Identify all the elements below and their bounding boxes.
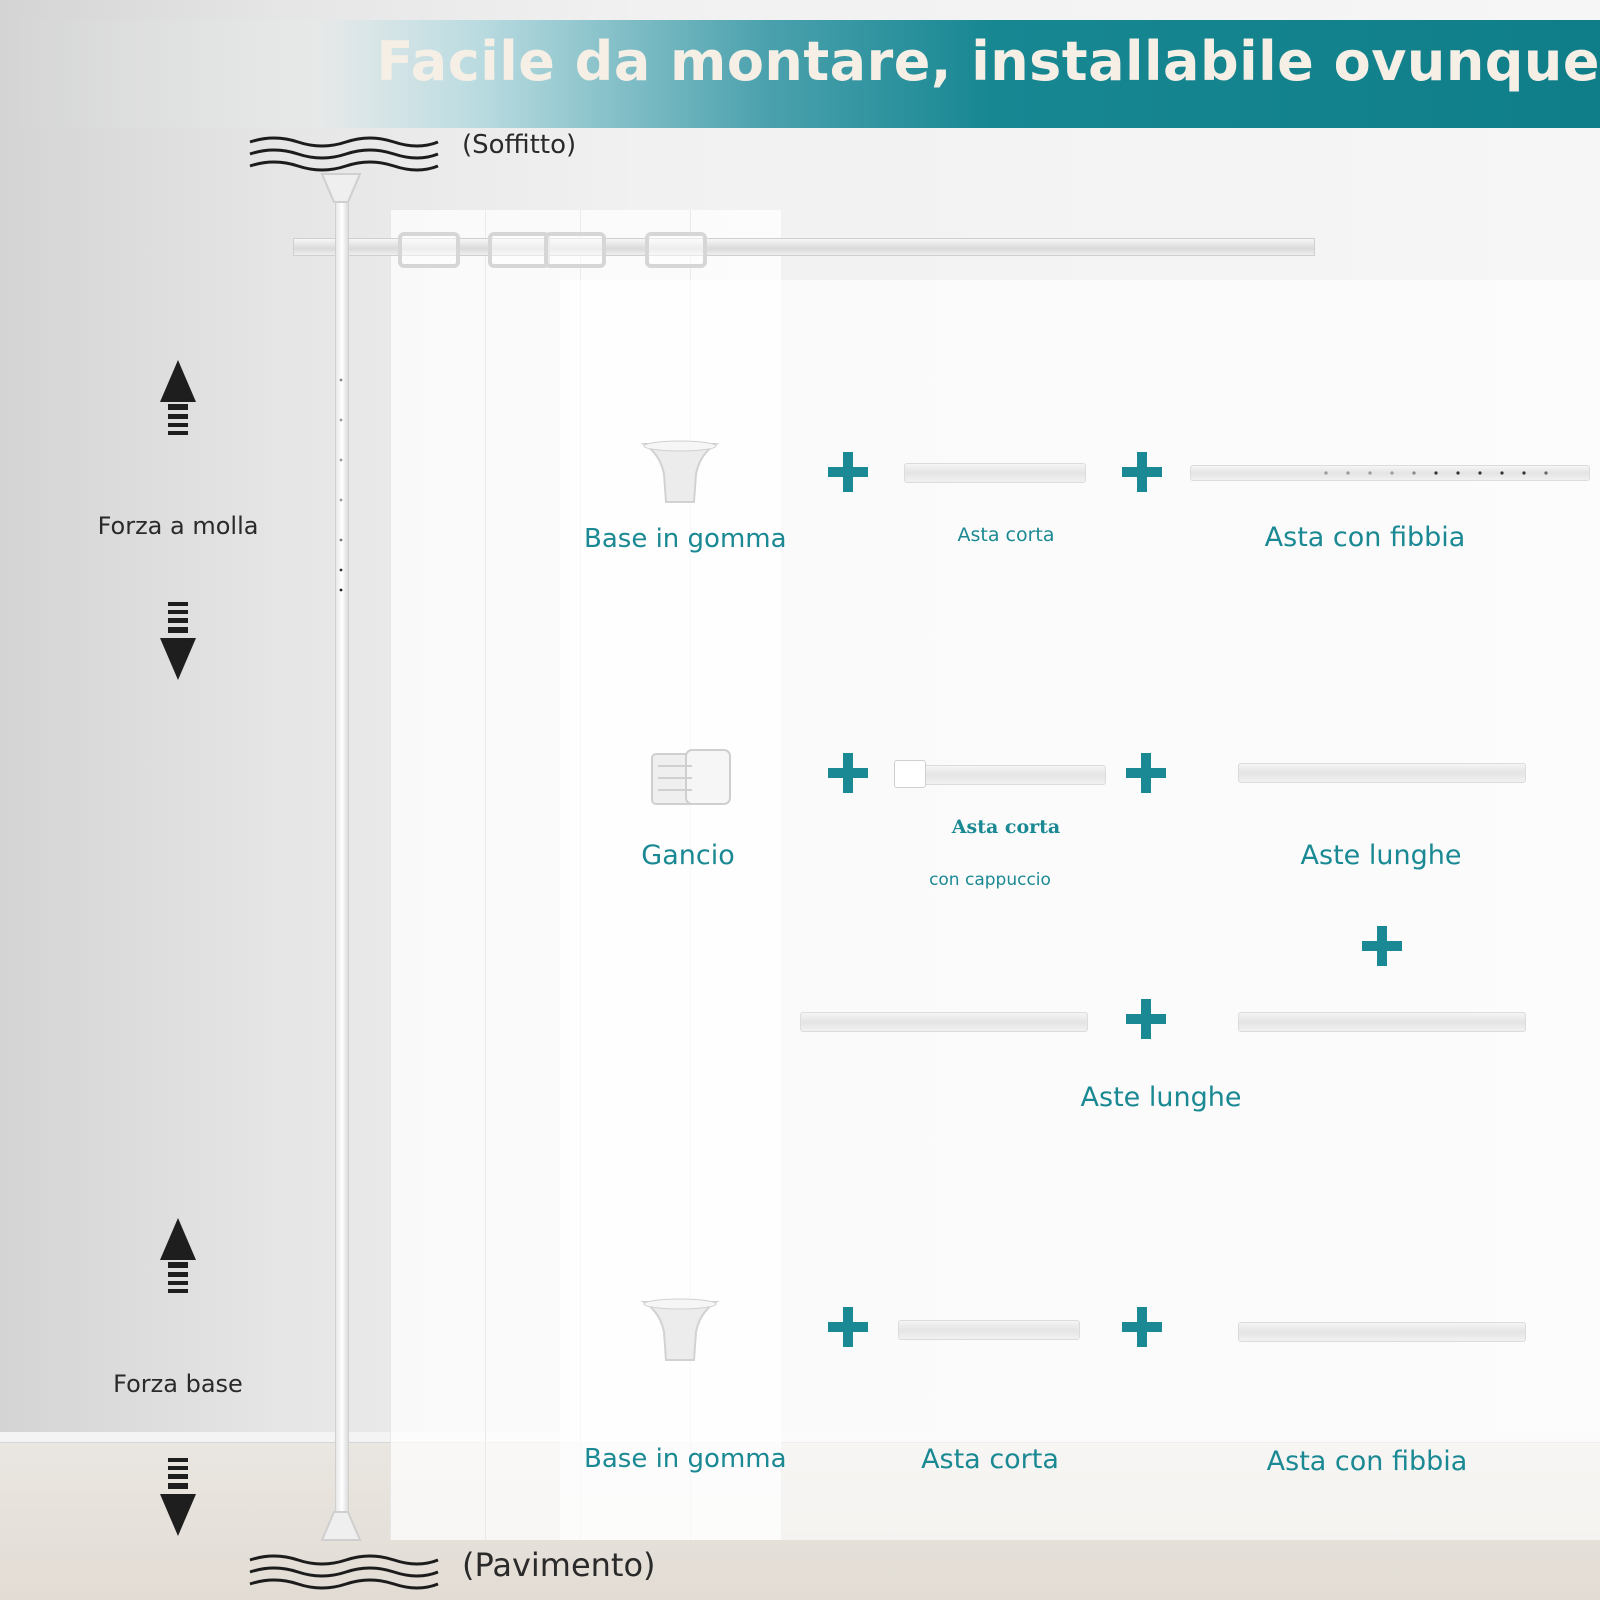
base-force-label: Forza base (113, 1370, 243, 1398)
plus-icon (1122, 1307, 1162, 1347)
wave-icon (249, 1554, 439, 1590)
long-rod (1238, 763, 1526, 783)
short-rod (904, 463, 1086, 483)
curtain-ring (645, 232, 707, 268)
short-rod (898, 1320, 1080, 1340)
part-label: Asta corta (921, 1444, 1059, 1475)
floor-label: (Pavimento) (462, 1546, 656, 1584)
long-rod (1238, 1012, 1526, 1032)
hook-icon (651, 749, 731, 805)
plus-icon (1126, 753, 1166, 793)
page-title: Facile da montare, installabile ovunque (376, 30, 1600, 93)
arrow-down-icon (160, 602, 196, 680)
plus-icon (828, 1307, 868, 1347)
plus-icon (1122, 452, 1162, 492)
plus-icon (1362, 926, 1402, 966)
curtain-ring (398, 232, 460, 268)
part-label: Aste lunghe (1080, 1082, 1242, 1113)
rod-cap (894, 760, 926, 788)
ceiling-label: (Soffitto) (462, 130, 577, 160)
capped-short-rod (896, 765, 1106, 785)
part-label: Base in gomma (584, 1444, 787, 1474)
buckle-rod (1238, 1322, 1526, 1342)
part-label: Asta con fibbia (1264, 522, 1466, 553)
header-banner (0, 20, 1600, 128)
long-rod (800, 1012, 1088, 1032)
part-label: Asta corta (957, 524, 1055, 546)
rubber-base-icon (640, 1298, 720, 1361)
part-label: Asta corta (951, 816, 1061, 838)
plus-icon (1126, 999, 1166, 1039)
part-label: Aste lunghe (1300, 840, 1462, 871)
part-label: Base in gomma (584, 524, 787, 554)
plus-icon (828, 753, 868, 793)
curtain-ring (488, 232, 550, 268)
adjustment-holes (339, 378, 343, 592)
arrow-up-icon (160, 1218, 196, 1293)
curtain-panel (390, 210, 486, 1540)
plus-icon (828, 452, 868, 492)
spring-force-label: Forza a molla (97, 512, 259, 540)
part-label: con cappuccio (929, 870, 1051, 890)
arrow-down-icon (160, 1458, 196, 1536)
part-label: Gancio (641, 840, 735, 871)
floor-cap-icon (320, 1511, 362, 1541)
buckle-rod (1190, 465, 1590, 481)
wave-icon (249, 136, 439, 172)
ceiling-cap-icon (320, 173, 362, 203)
part-label: Asta con fibbia (1266, 1446, 1468, 1477)
rubber-base-icon (640, 440, 720, 503)
arrow-up-icon (160, 360, 196, 435)
buckle-holes (1324, 471, 1548, 475)
curtain-ring (544, 232, 606, 268)
